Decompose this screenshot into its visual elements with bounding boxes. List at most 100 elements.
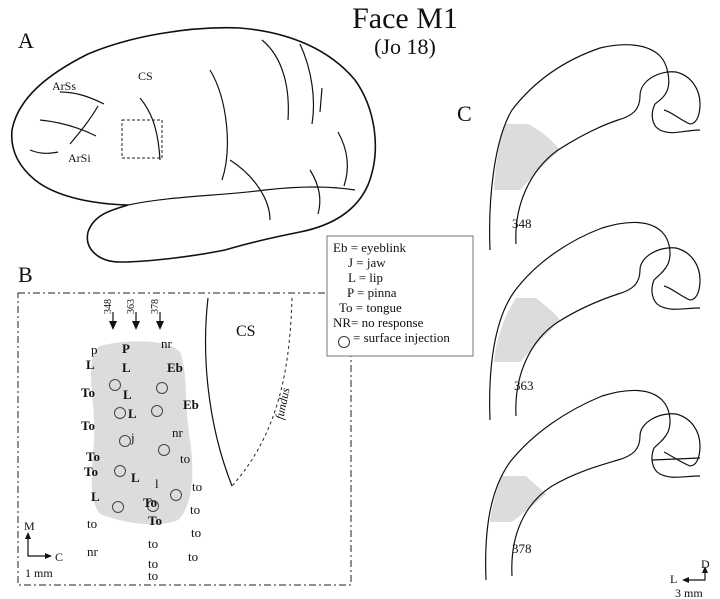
sulcus-orbital [29,149,59,154]
response-label: l [155,476,159,491]
section-arrows: 348 363 378 [103,299,164,330]
label-cs: CS [138,69,153,83]
sulcus-frontal [39,119,97,137]
response-label: To [81,418,95,433]
figure-title: Face M1 [352,2,458,35]
section-378: 378 [485,389,701,581]
scale-c-arrowheads [682,566,708,583]
surface-injection-circle [112,501,124,513]
section-378-sulcus [651,457,701,461]
legend-item: NR= no response [333,315,424,330]
legend-item: P = pinna [347,285,397,300]
response-label: To [143,495,157,510]
surface-injection-circle [158,444,170,456]
response-label: to [192,479,202,494]
response-label: nr [161,336,173,351]
response-label: to [180,451,190,466]
brain-lateral-view: ArSs ArSi CS [10,26,377,263]
surface-injection-circle [109,379,121,391]
section-378-inner [511,413,701,577]
sulcus-arsi [69,105,99,145]
response-label: to [148,556,158,571]
sulcus-sts [229,159,271,221]
panel-c-label: C [457,101,472,126]
legend-item: L = lip [348,270,383,285]
section-378-outer [485,389,701,581]
section-378-label: 378 [512,541,532,556]
legend-item: Eb = eyeblink [333,240,407,255]
response-label: to [148,536,158,551]
response-label: To [81,385,95,400]
response-label: To [86,449,100,464]
response-label: L [131,470,140,485]
scale-l: L [670,572,677,586]
section-arrow-348: 348 [103,299,117,330]
panel-a-label: A [18,28,34,53]
surface-injection-sites [109,379,182,513]
scale-arrowheads [25,532,52,559]
section-arrow-label: 348 [103,299,114,314]
section-363-outer [489,221,701,421]
recording-area-box [121,119,163,159]
section-363-shading [494,298,560,362]
response-label: to [148,568,158,583]
response-label: to [190,502,200,517]
coronal-sections: 348 363 378 D L 3 mm [485,44,710,599]
response-label: To [84,464,98,479]
legend-item: To = tongue [339,300,402,315]
scale-bar-label: 1 mm [25,566,53,580]
central-sulcus-lip [204,297,233,487]
response-label: nr [87,544,99,559]
section-arrow-label: 363 [126,299,137,314]
response-label: L [86,357,95,372]
label-cs-b: CS [236,323,256,340]
sulcus-occipital-1 [319,87,323,113]
section-348-label: 348 [512,216,532,231]
central-sulcus [139,97,161,161]
legend-item: = surface injection [353,330,450,345]
response-label: L [128,406,137,421]
section-363-inner [515,247,701,417]
scale-c-axes [684,572,706,581]
response-label: P [122,341,130,356]
surface-injection-circle [170,489,182,501]
surface-injection-circle [151,405,163,417]
response-label: Eb [167,360,183,375]
response-label: to [188,549,198,564]
scale-m: M [24,519,35,533]
response-label: to [191,525,201,540]
response-label: nr [172,425,184,440]
response-label: p [91,342,98,357]
sulcus-occipital-2 [337,131,348,187]
legend-box [326,235,474,357]
brain-outline [10,26,377,263]
lunate-sulcus [299,43,315,125]
response-label: j [130,430,135,445]
response-label: L [122,360,131,375]
surface-injection-circle [114,465,126,477]
section-arrow-363: 363 [126,299,140,330]
response-label: Eb [183,397,199,412]
section-arrow-label: 378 [150,299,161,314]
surface-injection-circle [147,500,159,512]
response-label: To [148,513,162,528]
legend-injection-symbol [338,336,350,348]
legend-item: J = jaw [348,255,386,270]
surface-injection-circle [119,435,131,447]
scale-axes [27,534,50,557]
section-363-label: 363 [514,378,534,393]
scale-c: C [55,550,63,564]
label-arsi: ArSi [68,151,91,165]
label-fundus: fundus [272,386,292,421]
surface-injection-circle [114,407,126,419]
scale-d: D [701,557,710,571]
panel-b-label: B [18,262,33,287]
section-348-shading [494,124,560,190]
section-363: 363 [489,221,701,421]
section-378-shading [490,476,546,522]
response-label: L [91,489,100,504]
section-348-outer [489,44,701,251]
